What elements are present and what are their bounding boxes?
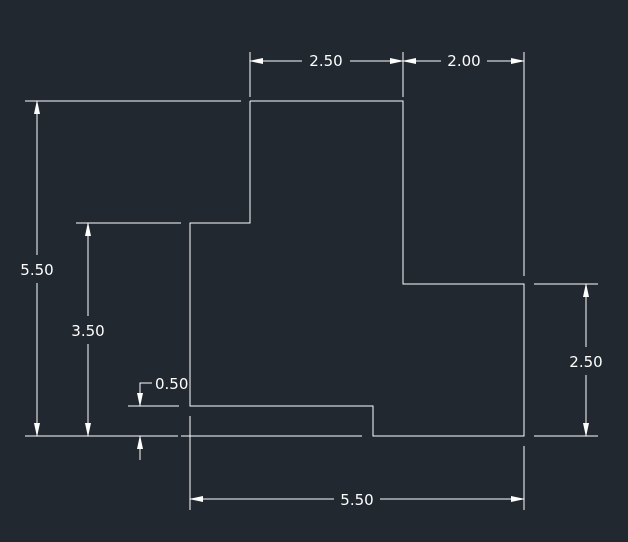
dimension-label-top-right-width: 2.00: [447, 52, 480, 70]
extension-lines: [25, 52, 598, 510]
dimension-label-bottom-offset: 0.50: [155, 375, 188, 393]
dimension-label-overall-width: 5.50: [340, 491, 373, 509]
dimension-label-top-left-width: 2.50: [309, 52, 342, 70]
dimension-label-left-step-height: 3.50: [71, 322, 104, 340]
dimension-top-left-width: 2.50: [249, 52, 404, 70]
dimension-label-right-lower-height: 2.50: [569, 353, 602, 371]
part-outline: [189, 100, 525, 437]
dimension-overall-height: 5.50: [20, 100, 54, 437]
dimension-bottom-offset: 0.50: [137, 375, 188, 460]
dimension-top-right-width: 2.00: [402, 52, 525, 70]
dimension-left-step-height: 3.50: [71, 222, 105, 437]
dimension-right-lower-height: 2.50: [569, 283, 603, 437]
dimension-overall-width: 5.50: [189, 491, 525, 509]
dimension-label-overall-height: 5.50: [20, 261, 53, 279]
